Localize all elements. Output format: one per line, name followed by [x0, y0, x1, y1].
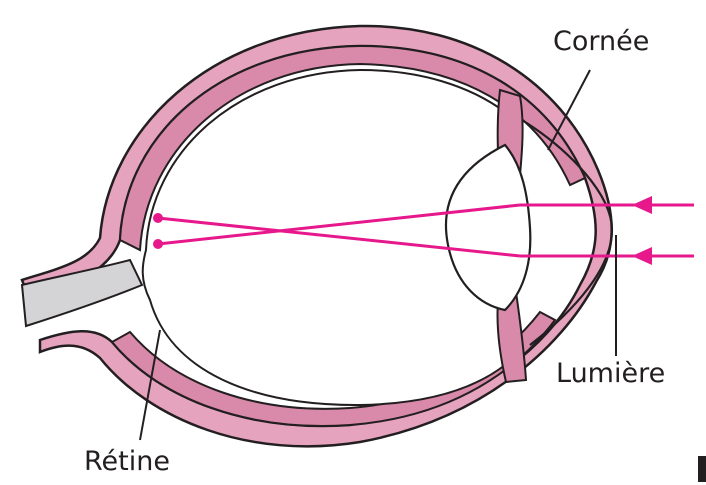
- arrowhead-upper-icon: [632, 196, 652, 214]
- focus-point-lower: [153, 239, 163, 249]
- cropped-edge-mark: [698, 456, 706, 482]
- arrowhead-lower-icon: [632, 247, 652, 265]
- label-cornee: Cornée: [553, 28, 649, 55]
- focus-point-upper: [153, 213, 163, 223]
- label-lumiere: Lumière: [556, 360, 665, 387]
- label-retine: Rétine: [84, 448, 170, 475]
